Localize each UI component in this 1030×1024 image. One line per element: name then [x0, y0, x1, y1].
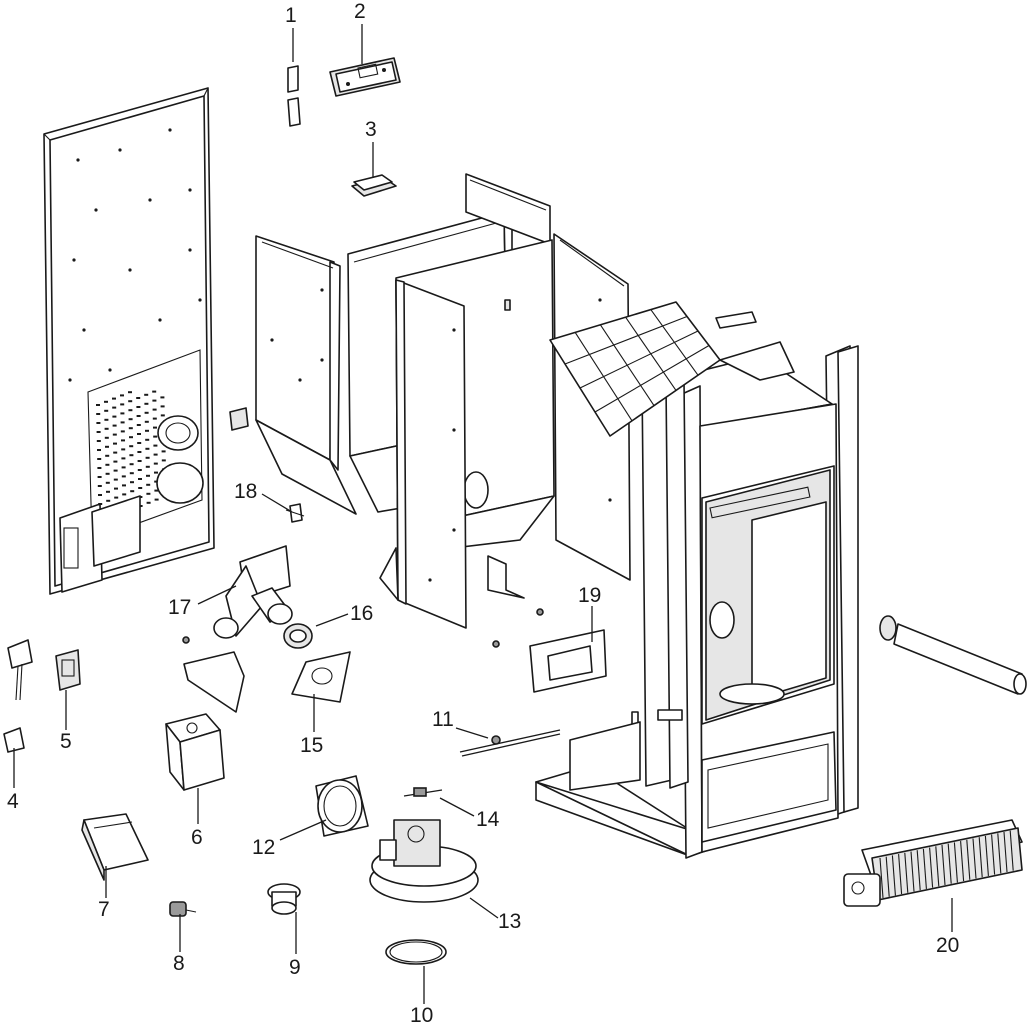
part-18-clip [285, 503, 305, 523]
part-19-inspection-plate [529, 629, 607, 693]
callout-19: 19 [578, 584, 601, 607]
callout-15: 15 [300, 734, 323, 757]
leader-lines [13, 24, 953, 1004]
part-15-gasket-plate [291, 651, 351, 703]
part-17-duct [213, 545, 293, 639]
exhaust-tube [879, 615, 1027, 695]
callout-4: 4 [7, 790, 19, 813]
part-4-power-cord [3, 639, 33, 753]
part-20-tangential-fan [843, 819, 1023, 907]
part-12-flange [315, 775, 369, 837]
callout-13: 13 [498, 910, 521, 933]
callout-7: 7 [98, 898, 110, 921]
screws [182, 608, 544, 648]
main-frame [535, 341, 859, 859]
part-5-socket [55, 649, 81, 691]
callout-6: 6 [191, 826, 203, 849]
callout-12: 12 [252, 836, 275, 859]
part-6-gear-motor [165, 713, 225, 791]
callout-11: 11 [432, 708, 454, 731]
small-clip-left [229, 407, 249, 431]
top-grille [549, 301, 721, 437]
part-10-seal-ring [385, 939, 447, 965]
part-11-probe [459, 729, 561, 757]
callout-14: 14 [476, 808, 500, 831]
callout-5: 5 [60, 730, 72, 753]
callout-1: 1 [285, 4, 297, 27]
callout-18: 18 [234, 480, 257, 503]
callout-2: 2 [354, 0, 366, 23]
part-13-exhaust-fan [369, 819, 479, 903]
part-1-clip [287, 65, 301, 127]
callout-9: 9 [289, 956, 301, 979]
part-2-display-board [329, 57, 401, 97]
part-14-sensor [403, 787, 443, 797]
part-9-thermostat [267, 883, 301, 915]
callout-labels: 1 2 3 4 5 6 7 8 9 10 11 12 13 14 15 16 1… [7, 0, 959, 1024]
front-left-panel [379, 279, 467, 629]
callout-10: 10 [410, 1004, 433, 1024]
part-16-gasket [283, 623, 313, 649]
part-7-control-board [81, 813, 149, 881]
part-8-sensor [169, 901, 197, 917]
part-3-button [351, 174, 397, 197]
callout-3: 3 [365, 118, 377, 141]
callout-17: 17 [168, 596, 191, 619]
callout-8: 8 [173, 952, 185, 975]
motor-bracket [183, 651, 245, 713]
callout-16: 16 [350, 602, 373, 625]
left-side-panel [255, 235, 357, 515]
bracket [487, 555, 525, 599]
rear-panel [43, 87, 215, 595]
small-plate-top [715, 311, 757, 329]
callout-20: 20 [936, 934, 959, 957]
